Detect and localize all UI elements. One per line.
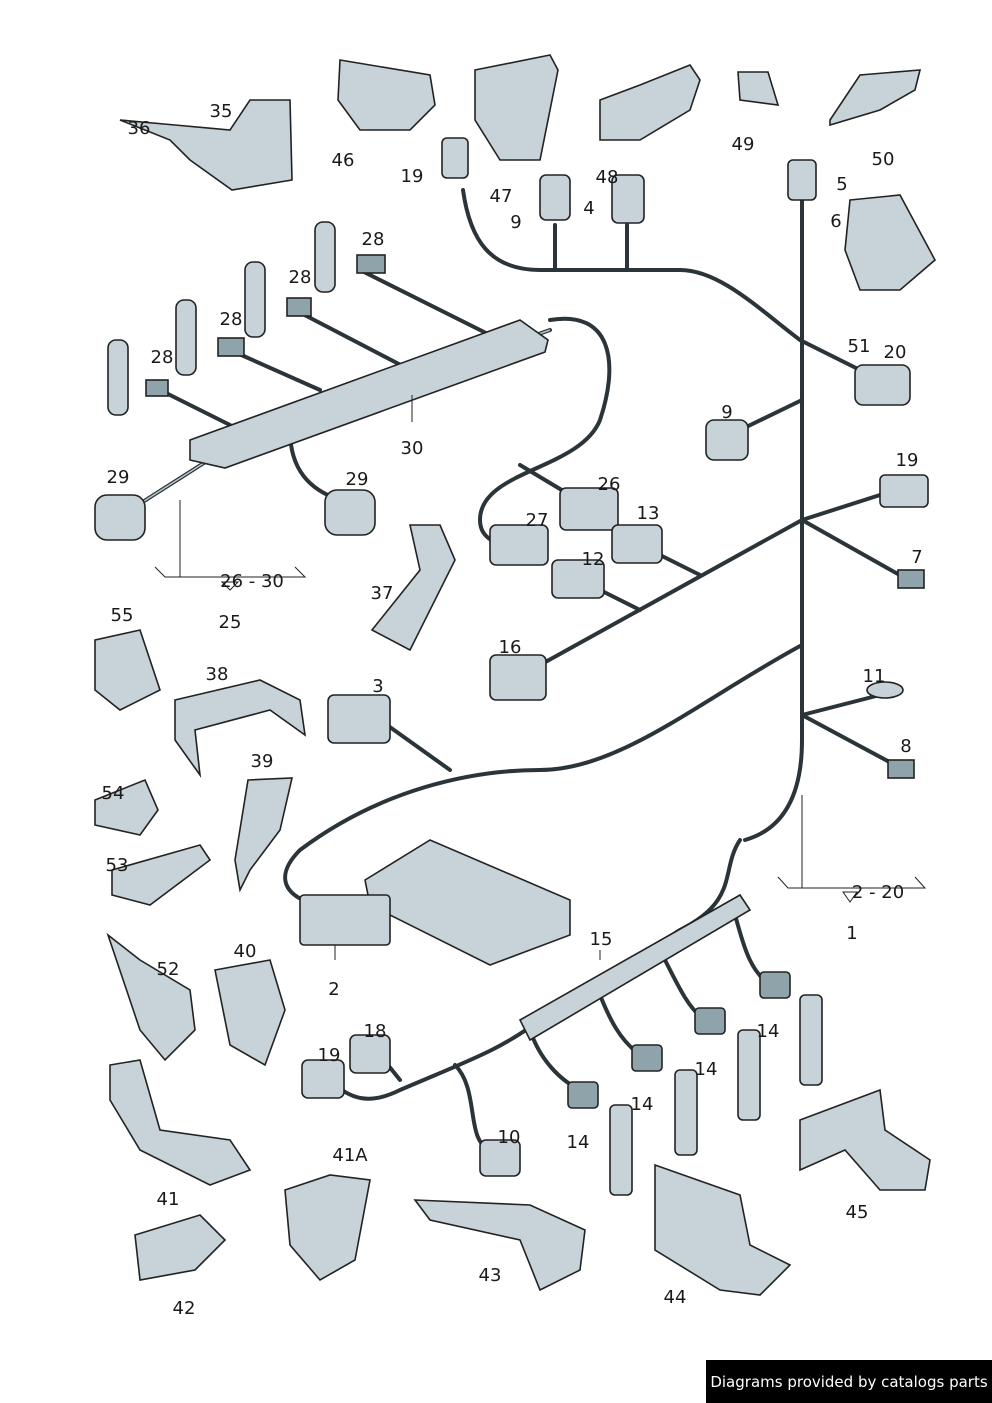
callout-label: 30	[400, 438, 424, 460]
callout-label: 28	[150, 347, 174, 369]
callout-label: 19	[317, 1045, 341, 1067]
callout-label: 14	[630, 1094, 654, 1116]
callout-label: 51	[847, 336, 871, 358]
leader-lines	[154, 395, 927, 960]
brackets	[94, 54, 937, 1296]
callout-label: 39	[250, 751, 274, 773]
callout-label: 52	[156, 959, 180, 981]
callout-label: 47	[489, 186, 513, 208]
harness-channel-30	[189, 319, 549, 469]
injectors	[107, 221, 386, 416]
callout-label: 2	[328, 979, 340, 1001]
callout-label: 43	[478, 1265, 502, 1287]
callout-label: 26	[597, 474, 621, 496]
callout-label: 13	[636, 503, 660, 525]
control-unit	[364, 839, 571, 966]
callout-label: 28	[361, 229, 385, 251]
callout-label: 37	[370, 583, 394, 605]
callout-label: 8	[900, 736, 912, 758]
callout-label: 42	[172, 1298, 196, 1320]
harness-wires	[128, 188, 907, 1152]
callout-label: 7	[911, 547, 923, 569]
callout-label: 6	[830, 211, 842, 233]
connectors	[94, 137, 929, 1177]
callout-label: 29	[106, 467, 130, 489]
callout-label: 53	[105, 855, 129, 877]
callout-label: 11	[862, 666, 886, 688]
callout-label: 14	[694, 1059, 718, 1081]
coil-harness-15	[518, 893, 752, 1042]
callout-label: 35	[209, 101, 233, 123]
callout-label: 41A	[332, 1145, 368, 1167]
callout-label: 28	[219, 309, 243, 331]
callout-label: 15	[589, 929, 613, 951]
fuse-box	[299, 894, 391, 946]
callout-label: 1	[846, 923, 858, 945]
callout-label: 29	[345, 469, 369, 491]
callout-label: 14	[756, 1021, 780, 1043]
callout-label: 10	[497, 1127, 521, 1149]
callout-label: 16	[498, 637, 522, 659]
callout-label: 55	[110, 605, 134, 627]
callout-label: 41	[156, 1189, 180, 1211]
callout-label: 20	[883, 342, 907, 364]
callout-label: 5	[836, 174, 848, 196]
ignition-coils	[567, 971, 823, 1196]
callout-label: 49	[731, 134, 755, 156]
callout-label: 48	[595, 167, 619, 189]
callout-label: 54	[101, 783, 125, 805]
callout-label: 18	[363, 1021, 387, 1043]
callout-label: 27	[525, 510, 549, 532]
callout-label: 45	[845, 1202, 869, 1224]
footer-credit: Diagrams provided by catalogs parts	[706, 1360, 992, 1403]
callout-label: 28	[288, 267, 312, 289]
callout-label: 36	[127, 118, 151, 140]
callout-label: 19	[895, 450, 919, 472]
callout-label: 46	[331, 150, 355, 172]
callout-label: 38	[205, 664, 229, 686]
callout-label: 9	[510, 212, 522, 234]
callout-label: 40	[233, 941, 257, 963]
callout-label: 12	[581, 549, 605, 571]
callout-label: 26 - 30	[220, 571, 284, 593]
callout-label: 3	[372, 676, 384, 698]
callout-label: 50	[871, 149, 895, 171]
callout-label: 44	[663, 1287, 687, 1309]
callout-label: 19	[400, 166, 424, 188]
callout-label: 14	[566, 1132, 590, 1154]
callout-label: 4	[583, 198, 595, 220]
callout-label: 25	[218, 612, 242, 634]
callout-label: 2 - 20	[851, 882, 905, 904]
callout-label: 9	[721, 402, 733, 424]
